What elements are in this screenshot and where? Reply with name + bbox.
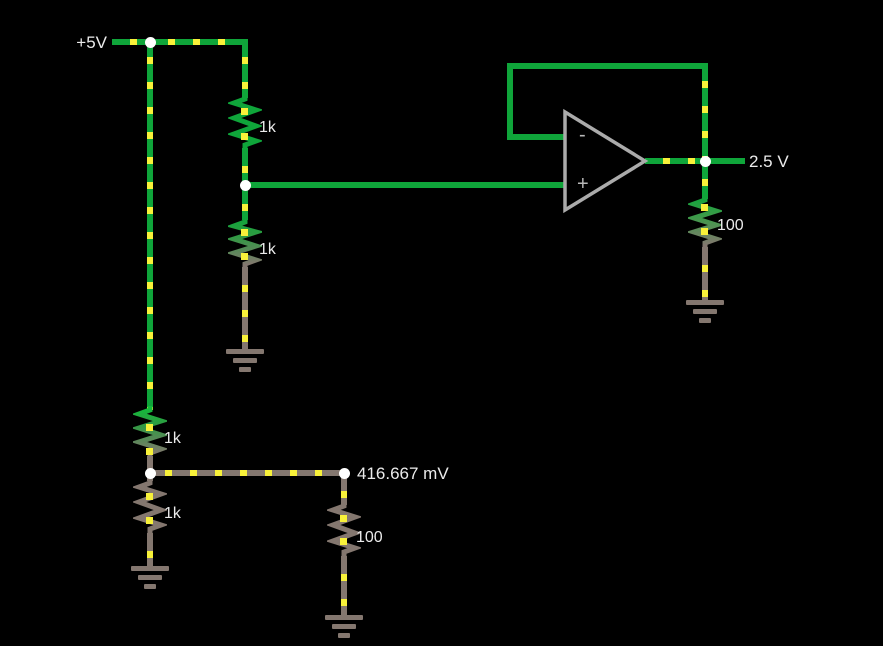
resistor-r3-value-label: 1k: [164, 430, 181, 447]
supply-voltage-label[interactable]: +5V: [76, 33, 107, 52]
wire-r4-ground[interactable]: [147, 533, 153, 567]
current-dot: [146, 424, 153, 431]
resistor-r5-value-label: 100: [717, 217, 744, 234]
wire-output-label-lead[interactable]: [702, 158, 745, 164]
current-dot: [146, 517, 153, 524]
wire-r2-top[interactable]: [242, 186, 248, 220]
wire-divider-node[interactable]: [147, 470, 347, 476]
wire-feedback-top[interactable]: [507, 63, 708, 69]
wire-feedback-left[interactable]: [507, 63, 513, 140]
wire-r3-bottom[interactable]: [147, 456, 153, 476]
resistor-r2-value-label: 1k: [259, 241, 276, 258]
opamp-inverting-sign: -: [579, 124, 586, 146]
resistor-r1[interactable]: [228, 95, 262, 151]
wire-r2-ground[interactable]: [242, 267, 248, 351]
wire-top-rail[interactable]: [150, 39, 248, 45]
opamp[interactable]: [560, 105, 655, 217]
wire-left-rail[interactable]: [147, 39, 153, 410]
current-dot: [340, 515, 347, 522]
resistor-r6[interactable]: [327, 502, 361, 558]
current-dot: [146, 448, 153, 455]
current-dot: [146, 493, 153, 500]
current-dot: [241, 253, 248, 260]
resistor-r4-value-label: 1k: [164, 505, 181, 522]
wire-opamp-output[interactable]: [645, 158, 705, 164]
current-dot: [241, 133, 248, 140]
junction-node-lower-divider[interactable]: [145, 468, 156, 479]
wire-r6-top[interactable]: [341, 473, 347, 505]
output-voltage-label: 2.5 V: [749, 152, 789, 171]
wire-r5-ground[interactable]: [702, 247, 708, 301]
wire-feedback-right[interactable]: [702, 63, 708, 164]
resistor-r3[interactable]: [133, 406, 167, 460]
wire-r1-top[interactable]: [242, 39, 248, 98]
current-dot: [701, 204, 708, 211]
wire-r6-ground[interactable]: [341, 556, 347, 615]
wire-supply-lead[interactable]: [112, 39, 150, 45]
current-dot: [701, 228, 708, 235]
opamp-noninverting-sign: +: [577, 173, 589, 195]
wire-inverting-input[interactable]: [507, 134, 565, 140]
divider-node-voltage-label: 416.667 mV: [357, 464, 449, 483]
resistor-r2[interactable]: [228, 218, 262, 270]
wire-r1-bottom[interactable]: [242, 148, 248, 188]
current-dot: [241, 229, 248, 236]
wire-noninverting-input[interactable]: [242, 182, 565, 188]
junction-node-416mv[interactable]: [339, 468, 350, 479]
junction-node-supply[interactable]: [145, 37, 156, 48]
current-dot: [340, 538, 347, 545]
resistor-r5[interactable]: [688, 196, 722, 250]
resistor-r1-value-label: 1k: [259, 119, 276, 136]
current-dot: [241, 108, 248, 115]
resistor-r4[interactable]: [133, 479, 167, 535]
resistor-r6-value-label: 100: [356, 529, 383, 546]
wire-r5-top[interactable]: [702, 161, 708, 199]
junction-node-divider-mid[interactable]: [240, 180, 251, 191]
junction-node-output[interactable]: [700, 156, 711, 167]
